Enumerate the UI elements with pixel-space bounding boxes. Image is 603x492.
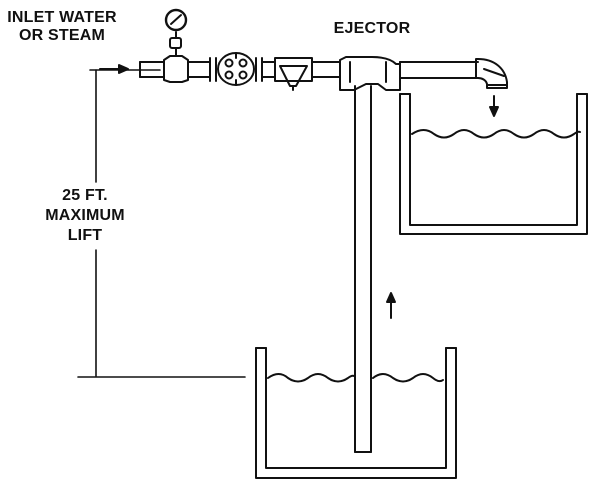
lower-tank	[255, 347, 457, 479]
inlet-arrow	[99, 64, 129, 74]
lift-label-line3: LIFT	[68, 227, 103, 244]
inlet-label-line1: INLET WATER	[7, 9, 117, 26]
elbow-icon	[475, 58, 508, 89]
lift-dimension-line	[77, 69, 246, 378]
lift-label-line1: 25 FT.	[62, 187, 108, 204]
upper-tank	[399, 93, 588, 235]
inlet-pipe-run	[187, 57, 341, 82]
globe-valve-icon	[217, 52, 255, 86]
discharge-pipe	[399, 61, 479, 79]
pressure-gauge-icon	[163, 8, 189, 83]
lower-water-surface-left	[267, 373, 355, 383]
lower-water-surface-right	[372, 373, 444, 383]
lift-label-line2: MAXIMUM	[45, 207, 125, 224]
inlet-label-line2: OR STEAM	[19, 27, 105, 44]
inlet-pipe	[139, 61, 165, 78]
discharge-arrow	[489, 95, 499, 117]
upper-water-surface	[411, 129, 581, 139]
ejector-label: EJECTOR	[334, 20, 411, 37]
ejector-body-icon	[339, 56, 401, 91]
flow-up-arrow	[386, 292, 396, 319]
strainer-icon	[274, 57, 313, 91]
suction-pipe	[354, 85, 372, 453]
